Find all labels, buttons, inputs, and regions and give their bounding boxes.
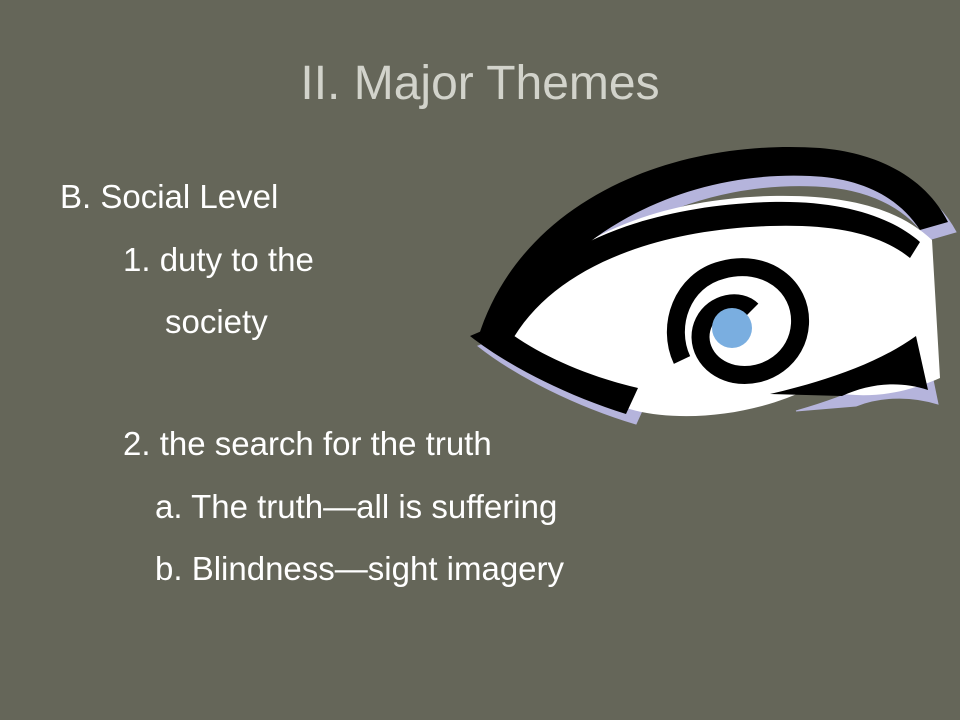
outline-item-2a: a. The truth—all is suffering xyxy=(155,488,558,525)
eye-icon xyxy=(470,146,957,425)
outline-item-2b: b. Blindness—sight imagery xyxy=(155,550,565,587)
slide-title: II. Major Themes xyxy=(300,57,660,110)
outline-item-b: B. Social Level xyxy=(60,178,279,215)
outline-item-2: 2. the search for the truth xyxy=(123,425,492,462)
outline-item-1-continued: society xyxy=(165,303,268,340)
outline-item-1: 1. duty to the xyxy=(123,241,314,278)
